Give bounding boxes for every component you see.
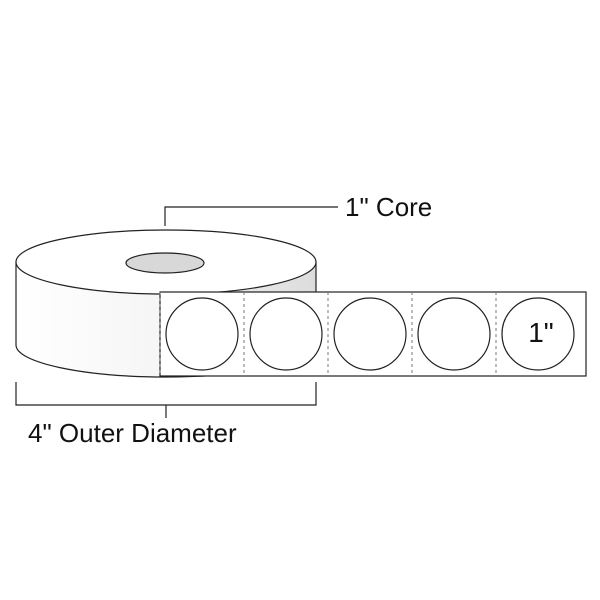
label-size-text: 1"	[528, 317, 554, 348]
perforation-lines	[159, 292, 497, 376]
circle-label	[417, 297, 491, 371]
circle-label	[333, 297, 407, 371]
circle-label	[501, 297, 575, 371]
core-hole	[125, 252, 205, 274]
core-label: 1" Core	[345, 192, 432, 222]
core-dimension-line	[164, 206, 338, 226]
outer-diameter-label: 4" Outer Diameter	[28, 418, 237, 448]
circle-label	[165, 297, 239, 371]
circular-labels	[165, 297, 575, 371]
outer-diameter-bracket	[15, 382, 317, 418]
circle-label	[249, 297, 323, 371]
